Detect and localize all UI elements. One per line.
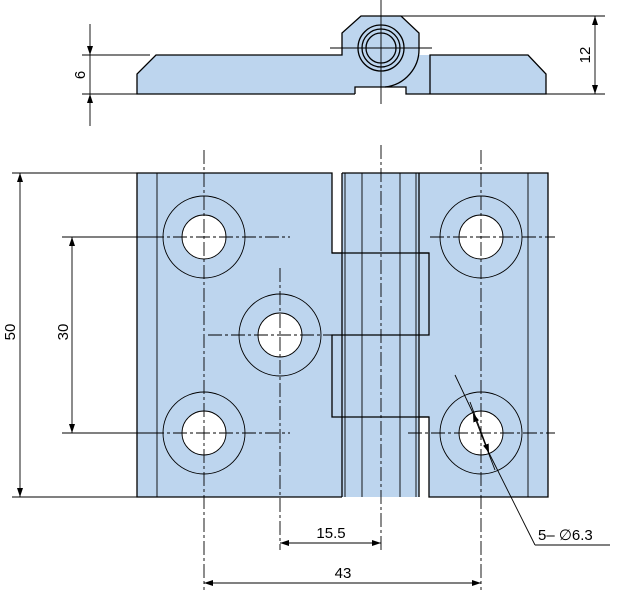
dim-43-label: 43 xyxy=(335,565,352,582)
top-view: 6 12 xyxy=(72,0,605,126)
hole-callout-label: 5– ∅6.3 xyxy=(538,527,593,544)
dim-30-label: 30 xyxy=(55,324,72,341)
dim-6-label: 6 xyxy=(72,71,89,79)
dim-15-5-label: 15.5 xyxy=(316,525,345,542)
dim-50-label: 50 xyxy=(2,324,19,341)
front-view xyxy=(136,145,555,590)
dim-12-label: 12 xyxy=(577,47,594,64)
dimensions: 50 30 15.5 43 5– ∅6.3 xyxy=(2,172,610,586)
